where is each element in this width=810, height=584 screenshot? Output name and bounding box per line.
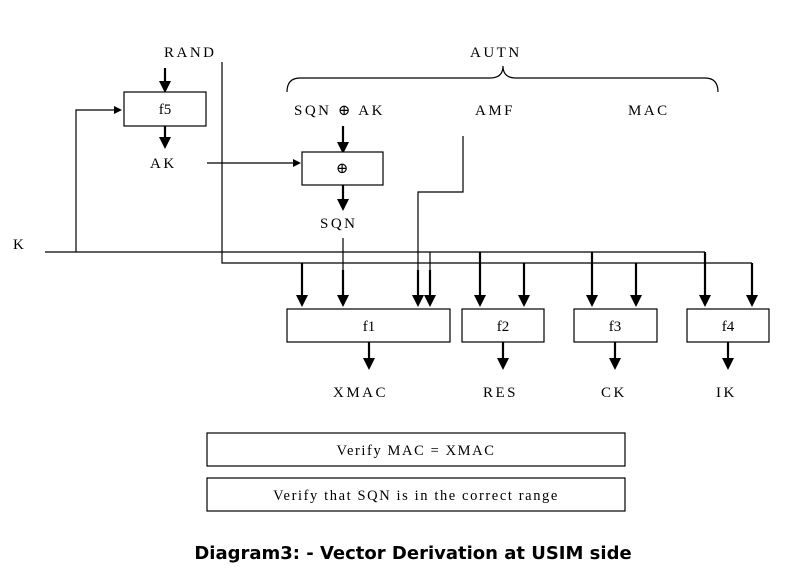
k-to-f5-line xyxy=(75,106,122,252)
f5-label: f5 xyxy=(159,102,172,118)
verify-mac-text: Verify MAC = XMAC xyxy=(336,443,495,459)
verify-sqn-text: Verify that SQN is in the correct range xyxy=(273,488,559,504)
f1-box xyxy=(286,308,451,343)
k-label: K xyxy=(13,237,26,253)
f1-label: f1 xyxy=(363,319,376,335)
rand-label: RAND xyxy=(164,45,217,61)
f4-label: f4 xyxy=(722,319,735,335)
sqn-label: SQN xyxy=(320,216,358,232)
input-arrows xyxy=(296,252,758,307)
amf-line xyxy=(417,136,464,298)
f2-box xyxy=(461,308,545,343)
diagram-caption: Diagram3: - Vector Derivation at USIM si… xyxy=(194,543,631,564)
sqn-xor-ak-label: SQN ⊕ AK xyxy=(294,103,385,119)
autn-brace xyxy=(286,65,719,93)
f2-label: f2 xyxy=(497,319,510,335)
verify-sqn-box xyxy=(206,477,626,512)
autn-label: AUTN xyxy=(470,45,522,61)
f3-box xyxy=(573,308,658,343)
mac-label: MAC xyxy=(628,103,670,119)
xor-symbol: ⊕ xyxy=(336,161,349,177)
ck-label: CK xyxy=(601,385,627,401)
ak-label: AK xyxy=(150,156,177,172)
f3-label: f3 xyxy=(609,319,622,335)
rand-bus-line xyxy=(221,62,752,264)
res-label: RES xyxy=(483,385,518,401)
ik-label: IK xyxy=(716,385,737,401)
amf-label: AMF xyxy=(475,103,515,119)
xmac-label: XMAC xyxy=(333,385,388,401)
verify-mac-box xyxy=(206,432,626,467)
